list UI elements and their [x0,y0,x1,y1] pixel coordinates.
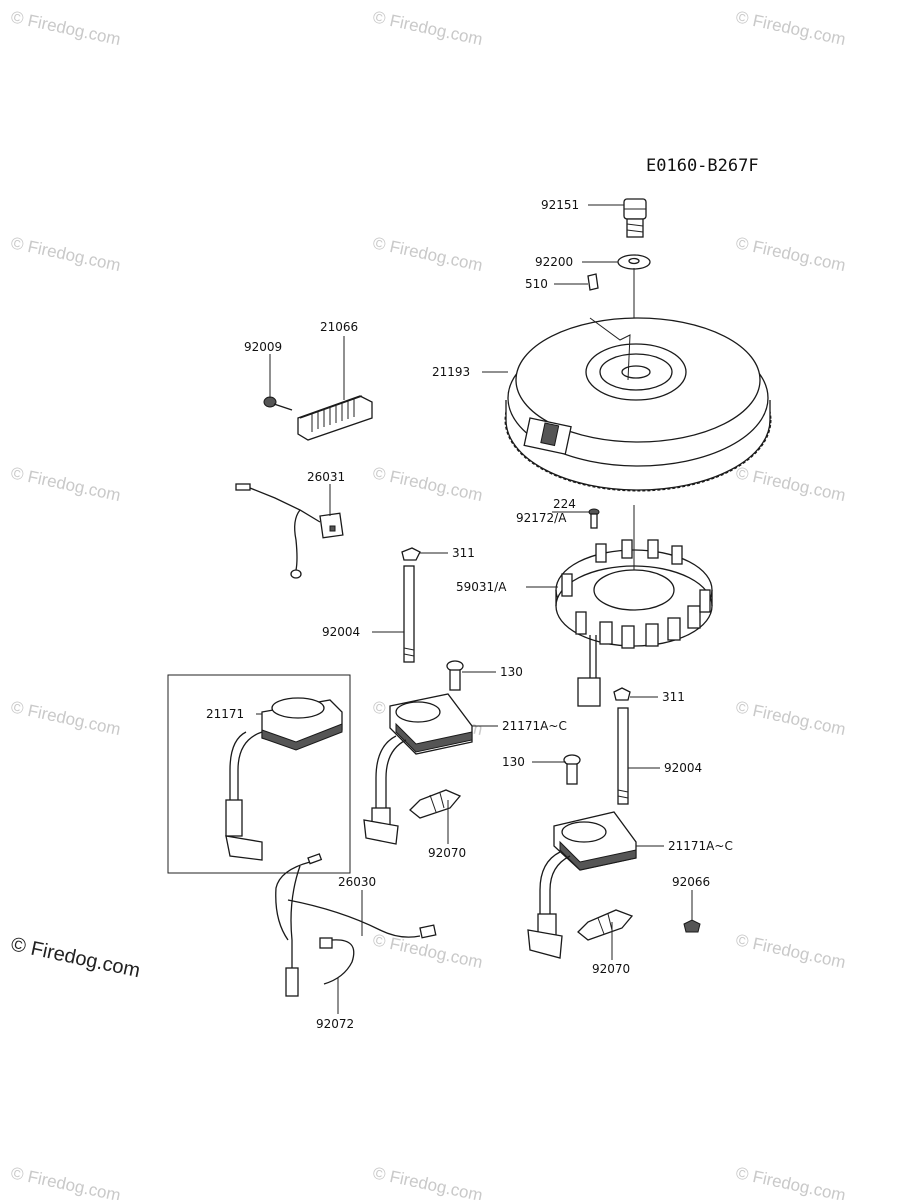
inset-box [167,674,351,874]
nut-92066 [683,919,701,933]
stator [555,505,713,649]
flywheel [504,317,772,492]
clamp-92072 [319,937,355,985]
spark-plug-center [409,789,462,819]
watermark: © Firedog.com [371,463,484,505]
lead-wire-26030 [275,853,437,997]
watermark: © Firedog.com [371,233,484,275]
stator-screw [588,508,600,529]
flywheel-washer [617,254,651,270]
bolt-130-center [446,660,464,691]
regulator [297,395,373,441]
watermark: © Firedog.com [9,7,122,49]
label-26031: 26031 [307,470,345,484]
label-92070-right: 92070 [592,962,630,976]
regulator-screw [263,396,293,411]
flywheel-key [587,273,599,291]
watermark: © Firedog.com [734,1163,847,1200]
watermark: © Firedog.com [9,463,122,505]
label-311-right: 311 [662,690,685,704]
label-130-center: 130 [500,665,523,679]
label-311-top: 311 [452,546,475,560]
label-92200: 92200 [535,255,573,269]
label-26030: 26030 [338,875,376,889]
part-labels: 92151 92200 510 21066 92009 21193 26031 … [206,198,733,1031]
label-92066: 92066 [672,875,710,889]
leader-lines [256,204,693,1014]
watermark: © Firedog.com [734,463,847,505]
diagram-code: E0160-B267F [646,156,759,176]
watermark: © Firedog.com [371,7,484,49]
stud-center [401,547,421,663]
label-510: 510 [525,277,548,291]
label-92004-center: 92004 [322,625,360,639]
stud-right [617,707,629,805]
bolt-130-right [563,754,581,785]
watermark: © Firedog.com [9,1163,122,1200]
watermark: © Firedog.com [734,7,847,49]
label-92072: 92072 [316,1017,354,1031]
nut-311-right [613,687,631,701]
watermark-layer: © Firedog.com © Firedog.com © Firedog.co… [9,7,847,1200]
flywheel-bolt [623,198,647,238]
label-92004-right: 92004 [664,761,702,775]
label-21193: 21193 [432,365,470,379]
watermark: © Firedog.com [9,233,122,275]
label-92172a: 92172/A [516,511,567,525]
spark-plug-right [577,909,634,941]
stator-connector [577,635,601,707]
label-59031a: 59031/A [456,580,507,594]
label-21171ac-center: 21171A~C [502,719,567,733]
label-130-right: 130 [502,755,525,769]
label-21171: 21171 [206,707,244,721]
ignition-coil-inset [225,697,343,861]
label-224: 224 [553,497,576,511]
label-92070-center: 92070 [428,846,466,860]
label-92009: 92009 [244,340,282,354]
watermark: © Firedog.com [734,233,847,275]
watermark: © Firedog.com [734,930,847,972]
watermark: © Firedog.com [371,1163,484,1200]
label-92151: 92151 [541,198,579,212]
label-21171ac-right: 21171A~C [668,839,733,853]
label-21066: 21066 [320,320,358,334]
watermark: © Firedog.com [9,697,122,739]
watermark: © Firedog.com [734,697,847,739]
ignition-coil-center [363,693,473,845]
corner-watermark: © Firedog.com [9,933,142,982]
ignition-coil-right [527,811,637,959]
lead-wire [235,483,344,579]
